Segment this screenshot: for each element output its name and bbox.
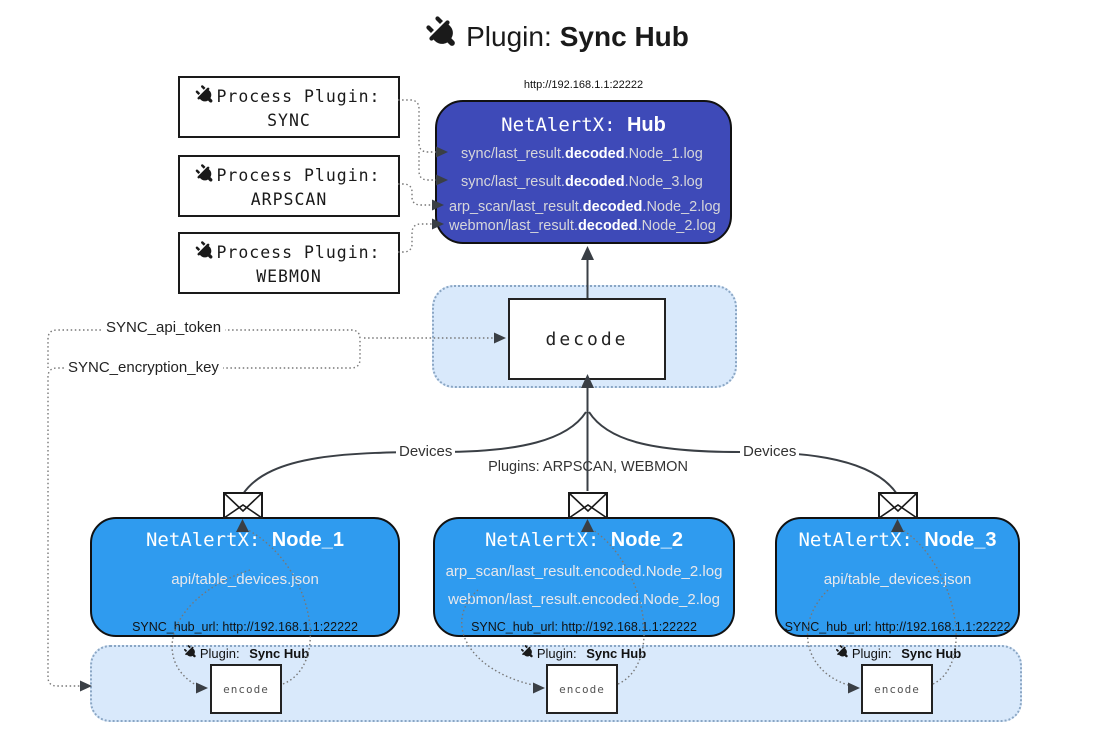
encode-box: encode — [861, 664, 933, 714]
plug-icon — [196, 84, 214, 109]
encode-box: encode — [546, 664, 618, 714]
process-plugin-box-sync: Process Plugin: SYNC — [178, 76, 400, 138]
devices-label-right: Devices — [740, 443, 800, 460]
node-title: NetAlertX: Node_2 — [484, 529, 684, 551]
node-box-node-2: NetAlertX: Node_2 arp_scan/last_result.e… — [433, 517, 735, 637]
encoder-plugin-label: Plugin: Sync Hub — [183, 645, 309, 662]
envelope-icon — [878, 492, 918, 524]
hub-log-entry: sync/last_result.decoded.Node_1.log — [461, 146, 703, 162]
process-plugin-box-webmon: Process Plugin: WEBMON — [178, 232, 400, 294]
node-hub-url: SYNC_hub_url: http://192.168.1.1:22222 — [132, 620, 358, 634]
plug-icon — [196, 240, 214, 265]
title-name: Sync Hub — [559, 20, 689, 52]
node-hub-url: SYNC_hub_url: http://192.168.1.1:22222 — [784, 620, 1011, 634]
title-prefix: Plugin: — [466, 20, 552, 52]
node-box-node-3: NetAlertX: Node_3 api/table_devices.json… — [775, 517, 1020, 637]
process-plugin-name: WEBMON — [256, 266, 322, 286]
process-plugin-name: ARPSCAN — [250, 189, 328, 209]
decode-box: decode — [508, 298, 666, 380]
process-plugin-label: Process Plugin: — [216, 87, 381, 106]
page-title: Plugin: Sync Hub — [0, 16, 1117, 57]
encoder-plugin-label: Plugin: Sync Hub — [520, 645, 646, 662]
process-plugin-label: Process Plugin: — [216, 243, 381, 262]
node-file-line: api/table_devices.json — [171, 571, 319, 588]
node-title: NetAlertX: Node_1 — [145, 529, 345, 551]
plug-icon — [835, 645, 849, 662]
devices-label-left: Devices — [396, 443, 456, 460]
hub-title: NetAlertX: Hub — [501, 114, 666, 136]
plugins-label: Plugins: ARPSCAN, WEBMON — [488, 459, 688, 475]
sync-encryption-key-label: SYNC_encryption_key — [64, 359, 223, 376]
envelope-icon — [568, 492, 608, 524]
process-plugin-box-arpscan: Process Plugin: ARPSCAN — [178, 155, 400, 217]
plug-icon — [183, 645, 197, 662]
node-file-line: webmon/last_result.encoded.Node_2.log — [448, 591, 720, 608]
hub-url-caption: http://192.168.1.1:22222 — [523, 79, 644, 91]
node-file-line: arp_scan/last_result.encoded.Node_2.log — [445, 563, 723, 580]
hub-box: NetAlertX: Hub sync/last_result.decoded.… — [435, 100, 732, 244]
sync-api-token-label: SYNC_api_token — [102, 319, 226, 336]
node-title: NetAlertX: Node_3 — [798, 529, 997, 551]
process-plugin-label: Process Plugin: — [216, 166, 381, 185]
plug-icon — [196, 163, 214, 188]
hub-log-entry: arp_scan/last_result.decoded.Node_2.log — [449, 199, 721, 215]
plug-icon — [520, 645, 534, 662]
node-box-node-1: NetAlertX: Node_1 api/table_devices.json… — [90, 517, 400, 637]
node-hub-url: SYNC_hub_url: http://192.168.1.1:22222 — [471, 620, 697, 634]
encode-box: encode — [210, 664, 282, 714]
hub-log-entry: webmon/last_result.decoded.Node_2.log — [449, 218, 716, 234]
encoder-plugin-label: Plugin: Sync Hub — [835, 645, 961, 662]
plug-icon — [426, 16, 458, 57]
hub-log-entry: sync/last_result.decoded.Node_3.log — [461, 174, 703, 190]
envelope-icon — [223, 492, 263, 524]
process-plugin-name: SYNC — [267, 110, 311, 130]
node-file-line: api/table_devices.json — [823, 571, 972, 588]
